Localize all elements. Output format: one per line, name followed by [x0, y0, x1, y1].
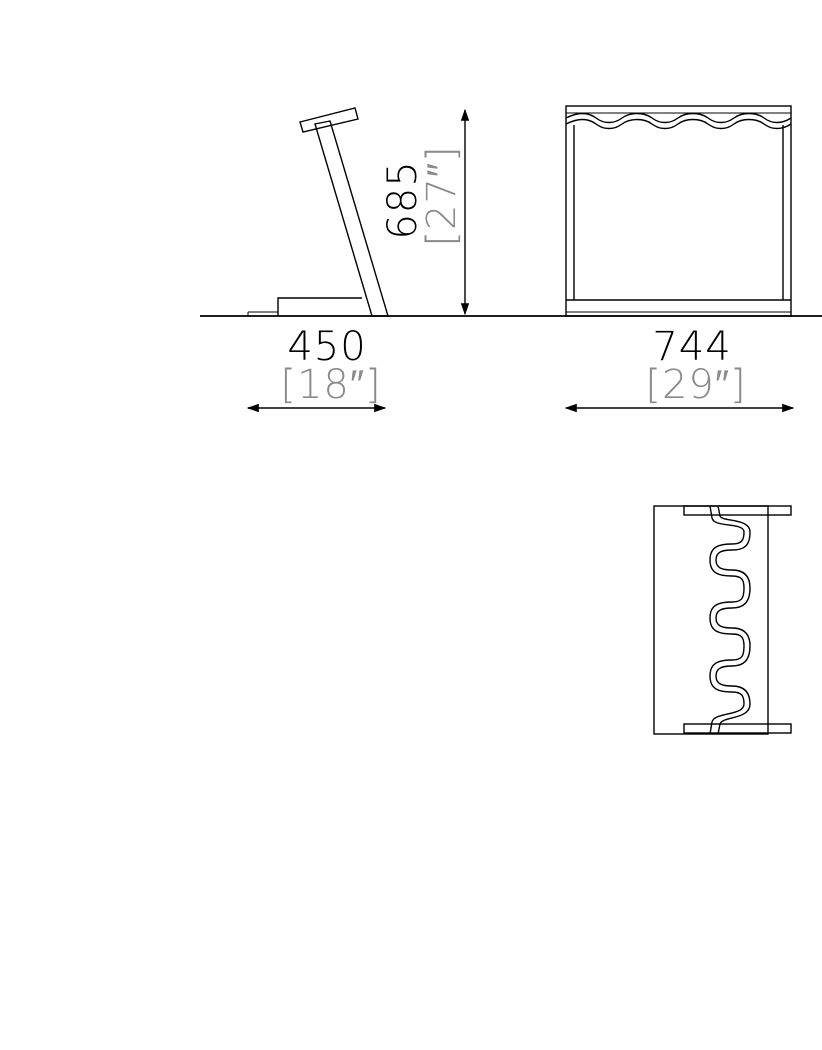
top-view	[653, 505, 792, 735]
height-inch-label: [27″]	[419, 145, 465, 246]
width-mm-label: 744	[652, 324, 731, 370]
depth-mm-label: 450	[287, 324, 366, 370]
side-view	[247, 107, 389, 317]
depth-inch-label: [18″]	[280, 362, 381, 408]
height-mm-label: 685	[380, 160, 426, 239]
width-inch-label: [29″]	[645, 362, 746, 408]
front-view	[565, 105, 792, 317]
